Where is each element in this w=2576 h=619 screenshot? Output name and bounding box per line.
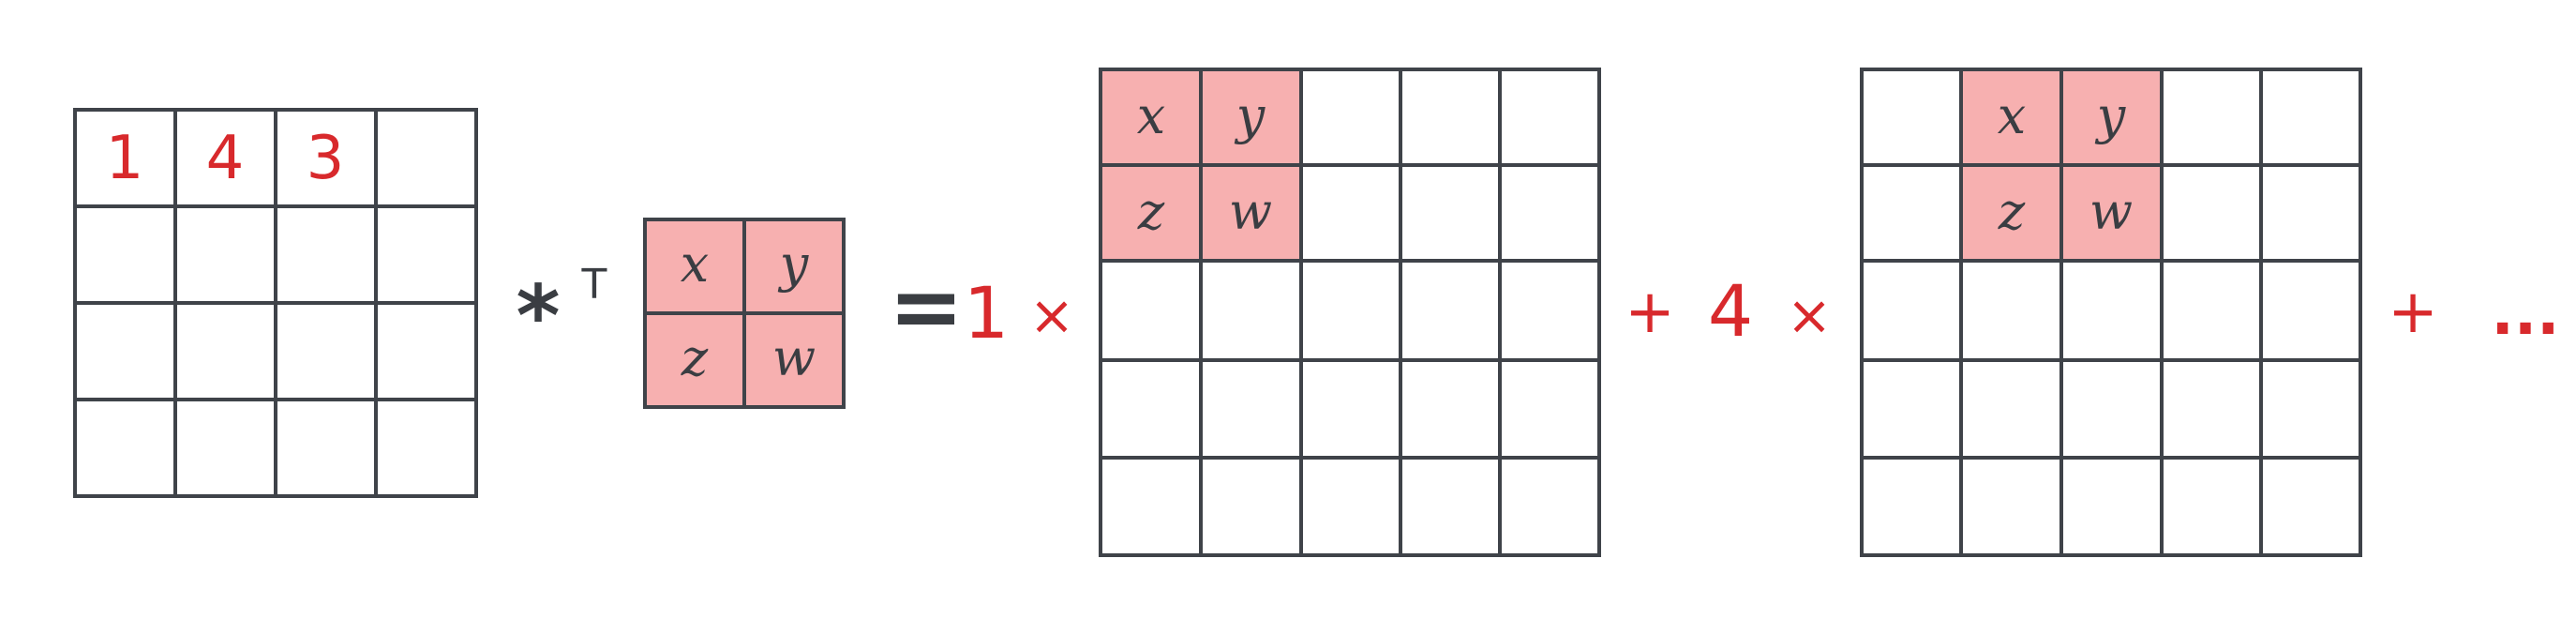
plus-sign-1: +	[1625, 278, 1675, 347]
transpose-superscript: T	[581, 261, 607, 309]
kernel-matrix: x y z w	[643, 218, 846, 409]
transposed-conv-operator: * T	[516, 261, 607, 366]
equals-sign: =	[889, 254, 964, 359]
output-1-cell-w: w	[1229, 182, 1272, 241]
input-value-2: 4	[206, 124, 245, 193]
kernel-cell-y: y	[778, 234, 810, 294]
output-2-cell-x: x	[1998, 86, 2026, 145]
kernel-cell-w: w	[772, 328, 816, 387]
output-2-cell-y: y	[2095, 86, 2127, 145]
output-matrix-1: x y z w	[1099, 68, 1601, 557]
output-2-cell-z: z	[1998, 182, 2026, 241]
input-value-3: 3	[307, 124, 345, 193]
plus-sign-2: +	[2388, 278, 2438, 347]
conv-star-symbol: *	[516, 267, 560, 366]
output-1-cell-z: z	[1137, 182, 1165, 241]
output-2-border	[1860, 68, 2362, 557]
kernel-cell-x: x	[681, 234, 709, 294]
output-1-cell-y: y	[1235, 86, 1266, 145]
input-grid-lines	[73, 108, 478, 498]
input-matrix: 1 4 3	[73, 108, 478, 498]
output-1-border	[1099, 68, 1601, 557]
coefficient-4: 4	[1708, 269, 1753, 353]
output-1-cell-x: x	[1137, 86, 1165, 145]
output-2-cell-w: w	[2089, 182, 2133, 241]
times-sign-2: ×	[1787, 283, 1833, 347]
ellipsis: ...	[2492, 279, 2560, 349]
output-matrix-2: x y z w	[1860, 68, 2362, 557]
kernel-cell-z: z	[681, 328, 709, 387]
times-sign-1: ×	[1029, 283, 1075, 347]
coefficient-1: 1	[964, 271, 1009, 355]
input-value-1: 1	[106, 124, 144, 193]
